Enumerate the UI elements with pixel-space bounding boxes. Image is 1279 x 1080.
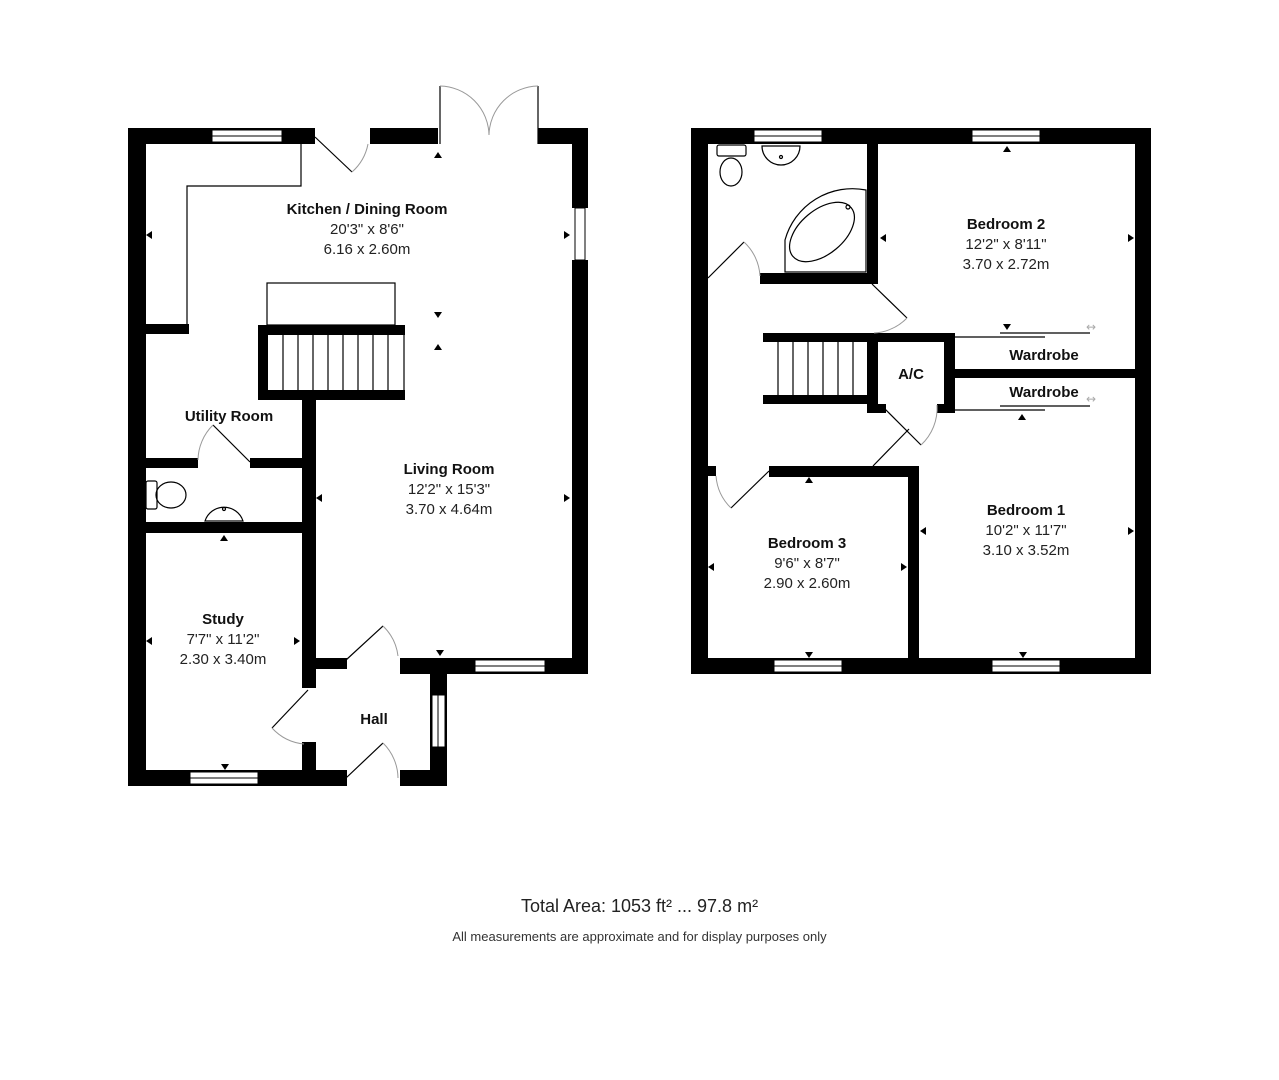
ff-bath-east-wall bbox=[867, 144, 878, 284]
ff-doors bbox=[707, 241, 938, 509]
room-name-wardrobe-1: Wardrobe bbox=[1009, 347, 1078, 364]
room-name-wardrobe-2: Wardrobe bbox=[1009, 384, 1078, 401]
gf-staircase bbox=[266, 282, 405, 390]
room-metric-living: 3.70 x 4.64m bbox=[406, 501, 493, 518]
gf-dimension-markers bbox=[146, 152, 570, 770]
room-imperial-bedroom1: 10'2" x 11'7" bbox=[985, 522, 1066, 539]
gf-utility-stub bbox=[146, 324, 189, 334]
total-area: Total Area: 1053 ft² ... 97.8 m² bbox=[520, 896, 759, 916]
gf-south-wall-right bbox=[400, 770, 447, 786]
room-metric-bedroom3: 2.90 x 2.60m bbox=[764, 575, 851, 592]
kitchen-counter bbox=[186, 144, 302, 325]
gf-stair-top-wall bbox=[258, 325, 405, 335]
ff-east-wall bbox=[1135, 128, 1151, 674]
room-name-utility: Utility Room bbox=[185, 408, 273, 425]
first-floor-plan: ↔ ↔ Bedroom 2 12'2" x 8'11" 3.70 x 2.72m… bbox=[691, 128, 1151, 674]
gf-wc-wall-left bbox=[146, 458, 198, 468]
gf-window-kitchen-east bbox=[574, 207, 586, 261]
room-name-bedroom2: Bedroom 2 bbox=[967, 216, 1045, 233]
room-name-ac: A/C bbox=[898, 366, 924, 383]
ff-stair-top-wall bbox=[763, 333, 955, 342]
ff-ac-stub-left bbox=[878, 404, 886, 413]
ff-wardrobe-divider bbox=[955, 369, 1135, 378]
room-name-kitchen: Kitchen / Dining Room bbox=[287, 201, 448, 218]
ff-west-wall bbox=[691, 128, 708, 674]
ff-ac-west-wall bbox=[867, 333, 878, 413]
gf-wc-fixtures bbox=[145, 480, 244, 522]
room-imperial-kitchen: 20'3" x 8'6" bbox=[330, 221, 404, 238]
gf-east-wall bbox=[572, 260, 588, 674]
ff-b3-east-wall bbox=[908, 466, 919, 666]
room-imperial-study: 7'7" x 11'2" bbox=[187, 631, 260, 648]
gf-east-wall-top bbox=[572, 128, 588, 208]
gf-hall-west-wall bbox=[302, 742, 316, 786]
gf-stair-left-wall bbox=[258, 325, 268, 400]
slide-arrow-icon: ↔ bbox=[1086, 320, 1096, 334]
ff-staircase bbox=[777, 342, 854, 395]
ground-floor-plan: Kitchen / Dining Room 20'3" x 8'6" 6.16 … bbox=[128, 85, 588, 786]
gf-living-south-wall-left bbox=[315, 658, 347, 669]
gf-west-wall bbox=[128, 128, 146, 786]
room-name-hall: Hall bbox=[360, 711, 388, 728]
room-metric-bedroom2: 3.70 x 2.72m bbox=[963, 256, 1050, 273]
room-name-living: Living Room bbox=[404, 461, 495, 478]
room-metric-bedroom1: 3.10 x 3.52m bbox=[983, 542, 1070, 559]
ff-bath-south-wall bbox=[760, 273, 878, 284]
gf-living-west-wall bbox=[302, 398, 316, 688]
gf-doors bbox=[197, 85, 539, 779]
room-name-study: Study bbox=[202, 611, 244, 628]
ff-b3-north-wall bbox=[769, 466, 919, 477]
gf-wc-wall-right bbox=[250, 458, 306, 468]
gf-north-wall-mid bbox=[370, 128, 438, 144]
room-name-bedroom1: Bedroom 1 bbox=[987, 502, 1065, 519]
ff-ac-east-wall bbox=[944, 333, 955, 413]
ff-stair-bottom-wall bbox=[763, 395, 878, 404]
ff-bathroom-fixtures bbox=[716, 144, 867, 273]
gf-stair-bottom-wall bbox=[258, 390, 405, 400]
ff-dimension-markers bbox=[708, 146, 1134, 658]
gf-study-north-wall bbox=[146, 522, 306, 533]
disclaimer: All measurements are approximate and for… bbox=[452, 929, 827, 944]
room-imperial-living: 12'2" x 15'3" bbox=[408, 481, 490, 498]
ff-ac-stub-right bbox=[937, 404, 945, 413]
slide-arrow-icon: ↔ bbox=[1086, 392, 1096, 406]
ff-b3-stub bbox=[708, 466, 716, 476]
room-metric-study: 2.30 x 3.40m bbox=[180, 651, 267, 668]
room-imperial-bedroom3: 9'6" x 8'7" bbox=[774, 555, 840, 572]
room-metric-kitchen: 6.16 x 2.60m bbox=[324, 241, 411, 258]
room-name-bedroom3: Bedroom 3 bbox=[768, 535, 846, 552]
ff-wardrobe-sliders: ↔ ↔ bbox=[955, 320, 1096, 411]
ff-south-wall bbox=[691, 658, 1151, 674]
room-imperial-bedroom2: 12'2" x 8'11" bbox=[965, 236, 1046, 253]
